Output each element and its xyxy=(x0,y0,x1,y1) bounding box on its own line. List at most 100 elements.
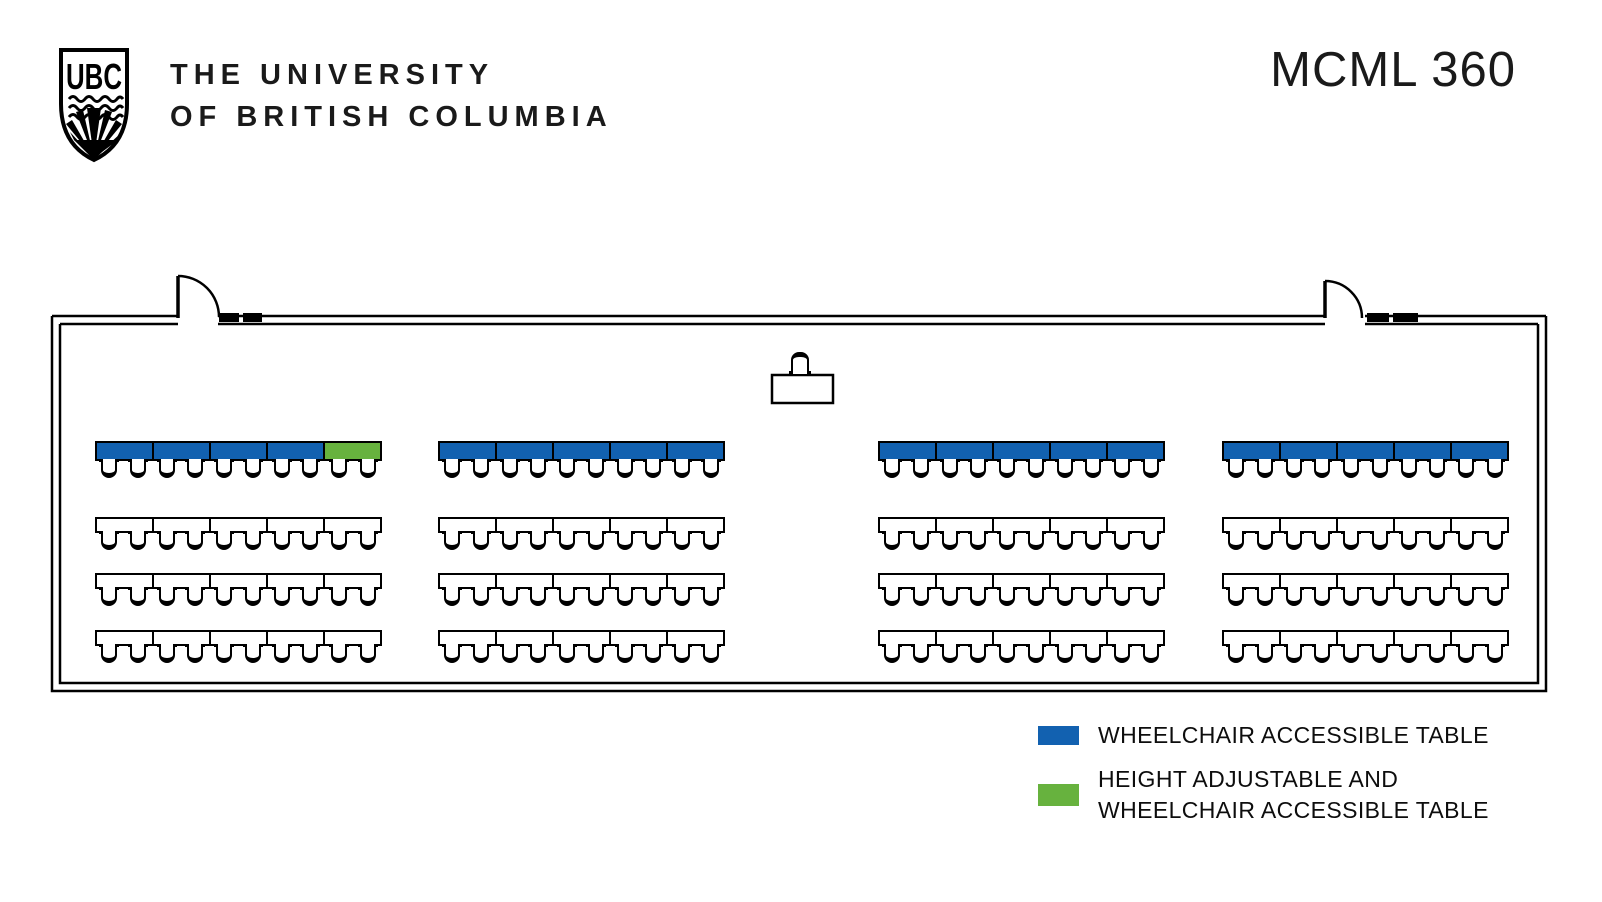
chair xyxy=(882,644,903,663)
standard-table xyxy=(666,630,725,646)
standard-table xyxy=(1106,573,1165,589)
standard-table xyxy=(666,517,725,533)
chair xyxy=(1054,587,1075,606)
chair xyxy=(214,644,235,663)
chair xyxy=(1312,531,1333,550)
chair xyxy=(1427,587,1448,606)
chair xyxy=(99,459,120,478)
legend: WHEELCHAIR ACCESSIBLE TABLE HEIGHT ADJUS… xyxy=(1038,720,1489,839)
chair xyxy=(99,531,120,550)
chair xyxy=(997,459,1018,478)
chair xyxy=(1111,459,1132,478)
chair xyxy=(128,531,149,550)
chair xyxy=(357,644,378,663)
chair xyxy=(911,587,932,606)
wheelchair-table xyxy=(935,441,994,461)
chair xyxy=(557,587,578,606)
table-row xyxy=(95,573,382,589)
door-right xyxy=(1323,279,1418,322)
chair xyxy=(939,531,960,550)
chair xyxy=(128,459,149,478)
room-title: MCML 360 xyxy=(1270,43,1516,97)
chair xyxy=(1427,531,1448,550)
table-row xyxy=(438,517,725,533)
wheelchair-table xyxy=(1279,441,1338,461)
chair xyxy=(328,531,349,550)
table-row xyxy=(878,517,1165,533)
chair xyxy=(328,644,349,663)
chair xyxy=(1140,459,1161,478)
chair xyxy=(1369,644,1390,663)
chair xyxy=(1455,587,1476,606)
chair xyxy=(300,459,321,478)
chair xyxy=(128,644,149,663)
chair xyxy=(1054,644,1075,663)
wheelchair-table xyxy=(95,441,154,461)
chair xyxy=(1341,644,1362,663)
podium xyxy=(770,373,835,405)
table-row xyxy=(878,441,1165,461)
table-row xyxy=(438,630,725,646)
chair xyxy=(1140,531,1161,550)
legend-label-wheelchair: WHEELCHAIR ACCESSIBLE TABLE xyxy=(1098,722,1489,748)
university-name: THE UNIVERSITY OF BRITISH COLUMBIA xyxy=(170,54,613,138)
chair xyxy=(156,644,177,663)
chair xyxy=(585,587,606,606)
chair xyxy=(1226,587,1247,606)
chair xyxy=(528,644,549,663)
chair xyxy=(242,644,263,663)
chair xyxy=(1369,531,1390,550)
chair xyxy=(614,531,635,550)
chair xyxy=(1484,459,1505,478)
chair xyxy=(1484,531,1505,550)
table-row xyxy=(1222,573,1509,589)
chair xyxy=(499,587,520,606)
chair xyxy=(1255,459,1276,478)
chair xyxy=(1427,644,1448,663)
chair xyxy=(1083,531,1104,550)
chair xyxy=(99,587,120,606)
chair xyxy=(357,531,378,550)
sunburst xyxy=(66,108,122,160)
chair xyxy=(271,459,292,478)
chair xyxy=(300,531,321,550)
chair xyxy=(671,459,692,478)
chair xyxy=(1054,531,1075,550)
chair xyxy=(968,459,989,478)
wheelchair-table xyxy=(1106,441,1165,461)
ubc-logo-text: UBC xyxy=(66,56,122,97)
wheelchair-table xyxy=(1049,441,1108,461)
wheelchair-table xyxy=(878,441,937,461)
chair xyxy=(1283,644,1304,663)
chair xyxy=(471,587,492,606)
chair xyxy=(499,459,520,478)
chair xyxy=(442,531,463,550)
wheelchair-table xyxy=(552,441,611,461)
chair xyxy=(357,459,378,478)
chair xyxy=(643,531,664,550)
chair xyxy=(1083,587,1104,606)
table-row xyxy=(438,441,725,461)
chair xyxy=(1484,587,1505,606)
chair xyxy=(997,587,1018,606)
wheelchair-table xyxy=(992,441,1051,461)
legend-swatch-wheelchair xyxy=(1038,726,1079,745)
chair xyxy=(1283,531,1304,550)
wheelchair-table xyxy=(1393,441,1452,461)
chair xyxy=(614,459,635,478)
table-row xyxy=(1222,630,1509,646)
chair xyxy=(1455,459,1476,478)
chair xyxy=(939,587,960,606)
chair xyxy=(1054,459,1075,478)
chair xyxy=(1025,459,1046,478)
chair xyxy=(471,644,492,663)
chair xyxy=(643,587,664,606)
chair xyxy=(1083,644,1104,663)
chair xyxy=(271,644,292,663)
chair xyxy=(585,531,606,550)
chair xyxy=(557,644,578,663)
standard-table xyxy=(1450,630,1509,646)
chair xyxy=(882,459,903,478)
chair xyxy=(442,644,463,663)
